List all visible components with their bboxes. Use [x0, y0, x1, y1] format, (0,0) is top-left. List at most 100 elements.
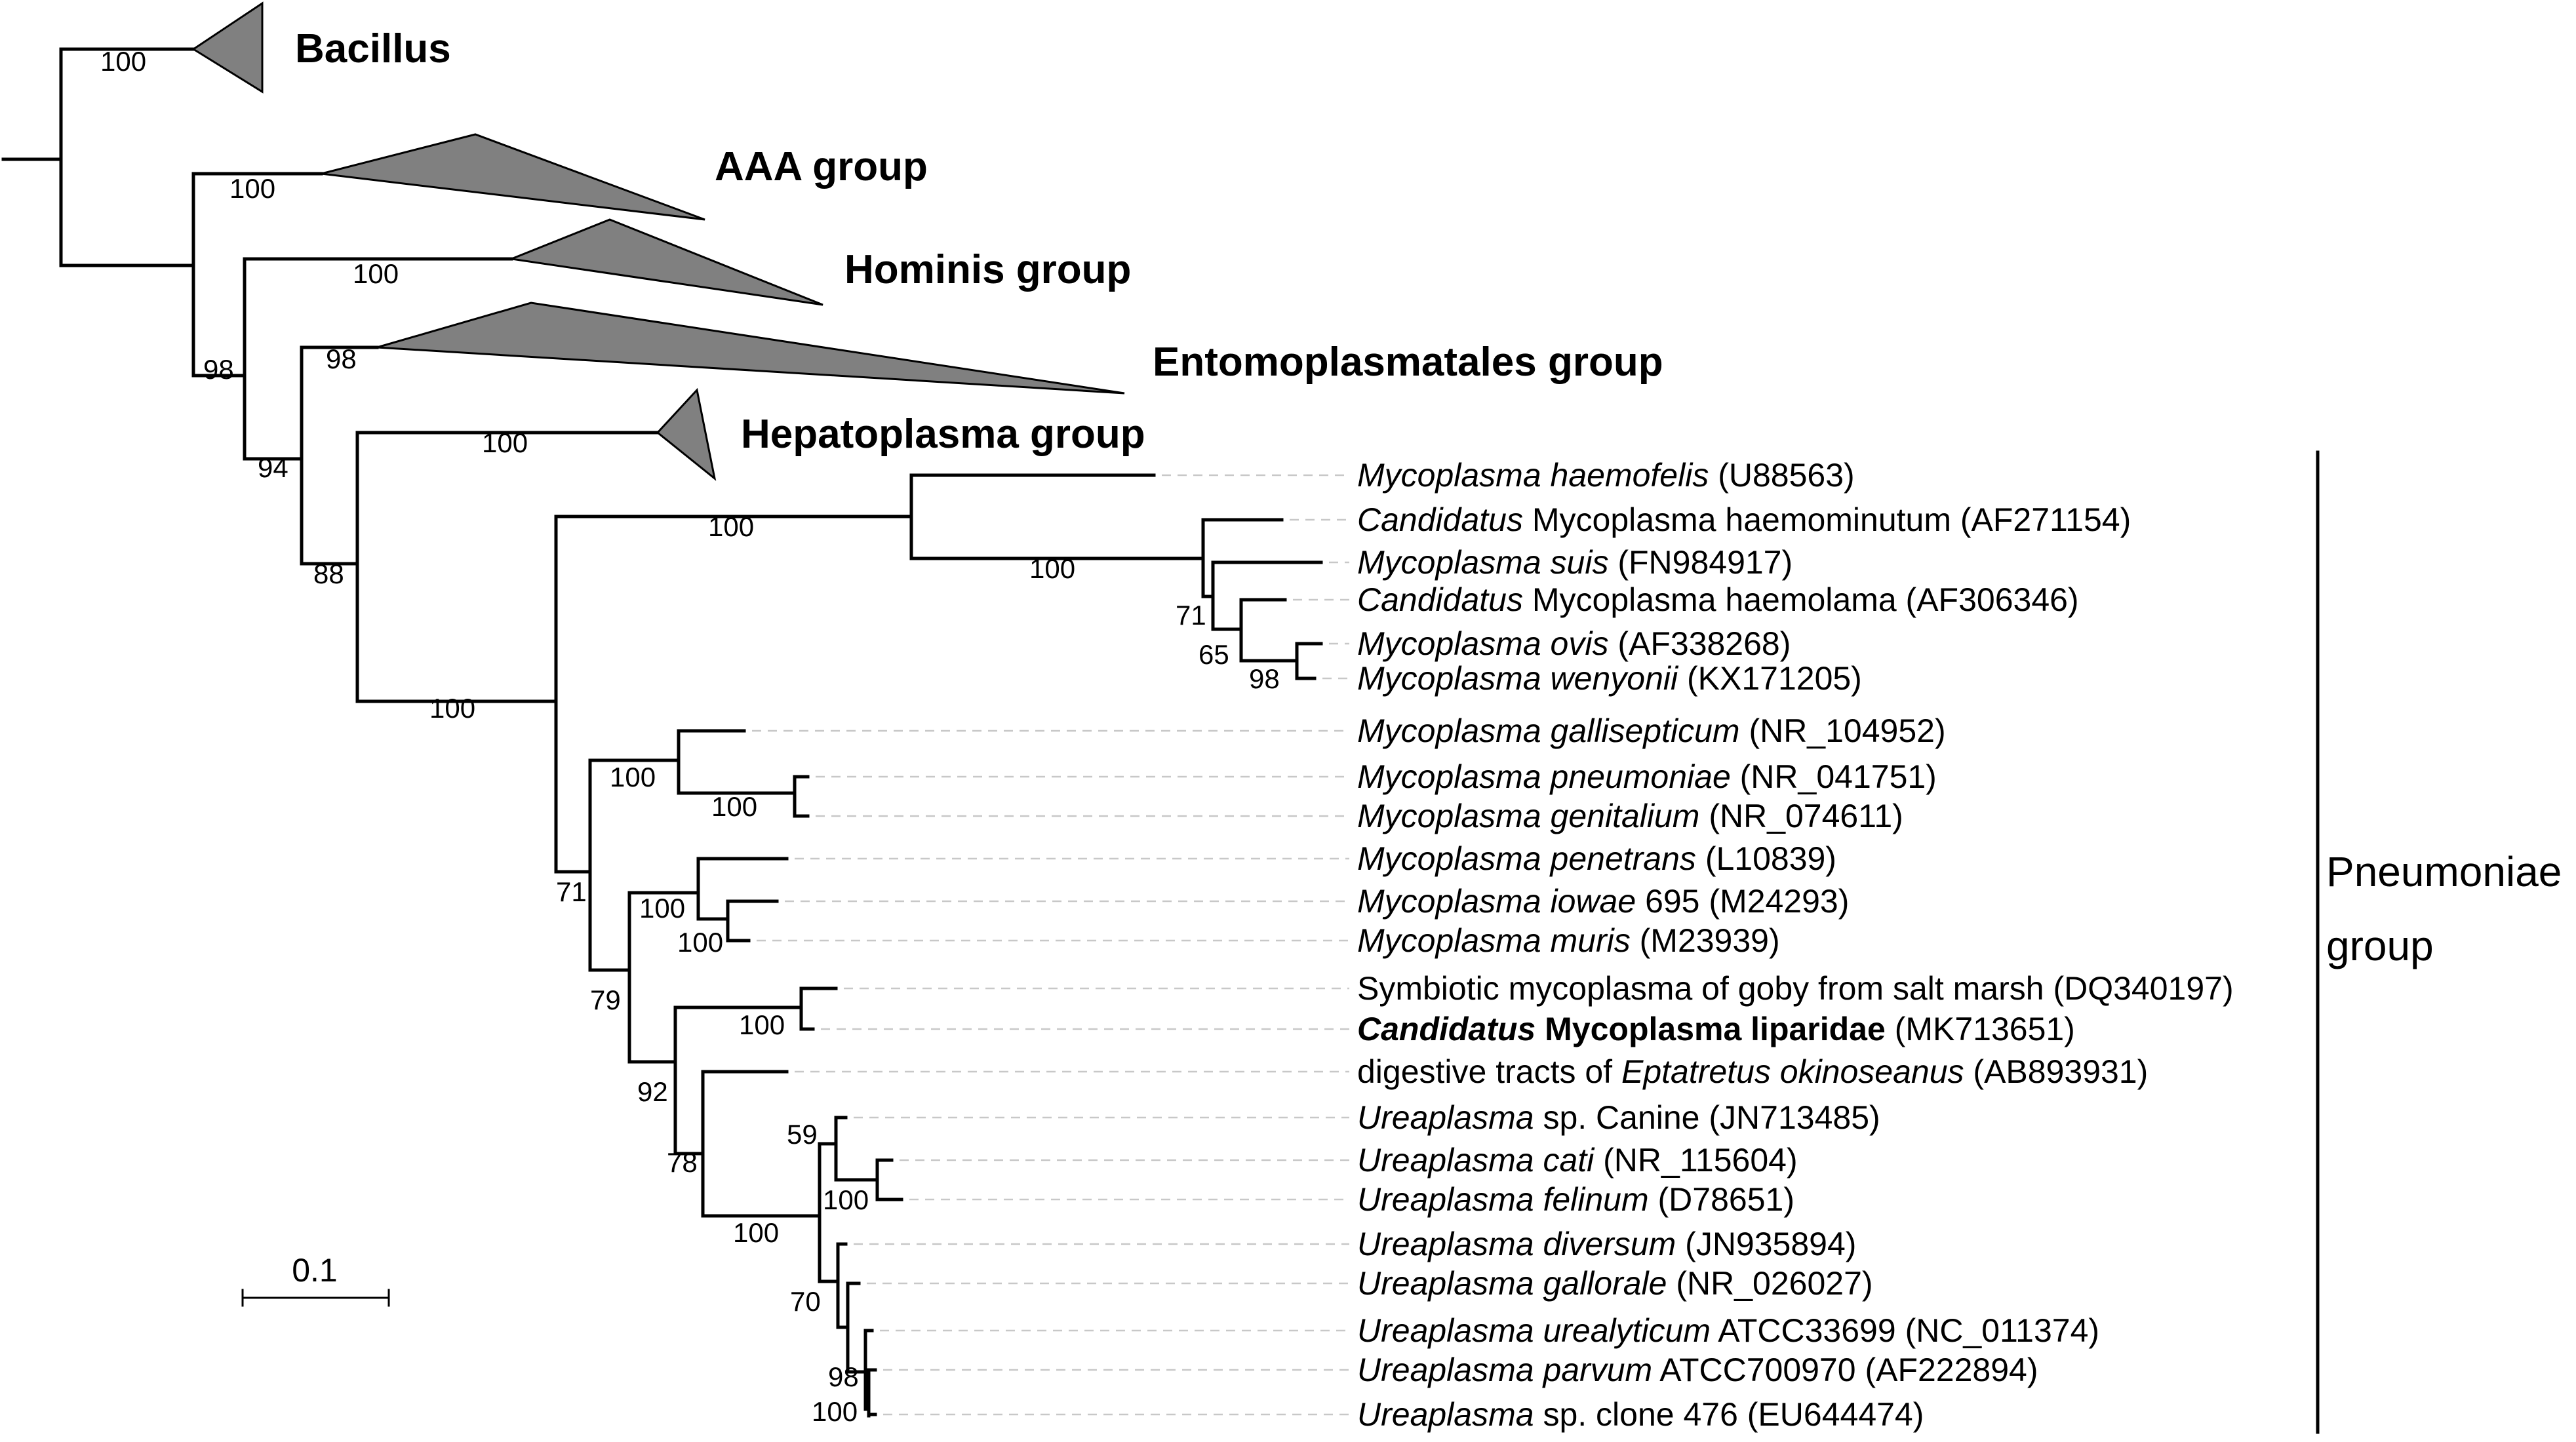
taxon-label-tail: (NR_074611) — [1699, 798, 1903, 834]
taxon-label: Symbiotic mycoplasma of goby from salt m… — [1357, 970, 2234, 1007]
taxon-label-tail: (NR_026027) — [1667, 1265, 1873, 1302]
taxon-label-tail: (M24293) — [1700, 883, 1850, 920]
taxon-label-italic: Ureaplasma gallorale — [1357, 1265, 1667, 1302]
taxon-label-italic: Ureaplasma parvum — [1357, 1352, 1652, 1388]
taxon-label-italic: Candidatus — [1357, 581, 1523, 618]
taxon-label-italic: Ureaplasma cati — [1357, 1142, 1595, 1179]
taxon-label-italic: Mycoplasma suis — [1357, 544, 1608, 581]
support-entomoplasmatales: 98 — [326, 343, 357, 374]
taxon-label-tail: (MK713651) — [1886, 1011, 2075, 1047]
bootstrap-ureaplasma: 100 — [733, 1217, 779, 1248]
taxon-label-italic: Mycoplasma genitalium — [1357, 798, 1699, 834]
taxon-label-italic: Ureaplasma diversum — [1357, 1226, 1676, 1262]
taxon-label-plain: digestive tracts of — [1357, 1053, 1621, 1090]
taxon-label: Ureaplasma felinum (D78651) — [1357, 1181, 1794, 1218]
clade-label-aaa: AAA group — [715, 144, 928, 189]
taxon-label-italic: Ureaplasma felinum — [1357, 1181, 1649, 1218]
taxon-label-italic: Mycoplasma muris — [1357, 922, 1631, 959]
bootstrap-iowae: 100 — [677, 927, 723, 958]
bootstrap-88: 88 — [313, 558, 344, 589]
group-label-line1: Pneumoniae — [2326, 848, 2562, 895]
bootstrap-92: 92 — [637, 1076, 668, 1107]
taxon-label-tail: (FN984917) — [1608, 544, 1793, 581]
tree-branches — [1, 47, 1323, 1418]
bootstrap-values: 98 94 88 100 100 100 71 65 98 71 100 100… — [203, 354, 1280, 1427]
taxon-label-italic: Mycoplasma penetrans — [1357, 840, 1696, 877]
bootstrap-pneumoniae-node: 100 — [429, 693, 475, 724]
taxon-label-italic: Mycoplasma iowae — [1357, 883, 1636, 920]
taxon-label-tail: (U88563) — [1709, 457, 1854, 494]
taxon-label-italic: Ureaplasma — [1357, 1099, 1534, 1136]
taxon-label-plain: 695 — [1636, 883, 1699, 920]
taxon-label-tail: (M23939) — [1631, 922, 1780, 959]
taxon-label: Ureaplasma gallorale (NR_026027) — [1357, 1265, 1873, 1302]
taxon-label-italic: Mycoplasma pneumoniae — [1357, 758, 1731, 795]
clade-label-hepatoplasma: Hepatoplasma group — [741, 412, 1145, 457]
bootstrap-100-last: 100 — [812, 1396, 858, 1427]
bootstrap-71a: 71 — [1176, 600, 1206, 631]
bootstrap-78: 78 — [667, 1147, 698, 1178]
taxon-label-plain: Symbiotic mycoplasma of goby from salt m… — [1357, 970, 2044, 1007]
taxon-label: Mycoplasma ovis (AF338268) — [1357, 625, 1791, 662]
group-label-line2: group — [2326, 922, 2434, 969]
taxon-label: Mycoplasma gallisepticum (NR_104952) — [1357, 712, 1946, 749]
taxon-label-tail: (D78651) — [1649, 1181, 1794, 1218]
bootstrap-98a: 98 — [1249, 663, 1280, 694]
taxon-label: Ureaplasma parvum ATCC700970 (AF222894) — [1357, 1352, 2038, 1388]
taxon-label-italic: Ureaplasma — [1357, 1396, 1534, 1433]
clade-triangle-hepatoplasma — [656, 387, 717, 481]
support-aaa: 100 — [229, 173, 275, 204]
bootstrap-94: 94 — [258, 452, 288, 483]
taxon-label-italic: Eptatretus okinoseanus — [1621, 1053, 1964, 1090]
clade-triangle-bacillus — [191, 1, 264, 94]
taxon-label-tail: (DQ340197) — [2044, 970, 2234, 1007]
taxon-label: Candidatus Mycoplasma liparidae (MK71365… — [1357, 1011, 2075, 1047]
taxon-label-tail: (AF222894) — [1856, 1352, 2038, 1388]
taxon-label: Mycoplasma iowae 695 (M24293) — [1357, 883, 1849, 920]
bootstrap-penetrans: 100 — [639, 893, 685, 924]
taxon-label-italic: Mycoplasma haemofelis — [1357, 457, 1709, 494]
leader-lines — [752, 474, 1349, 1416]
taxon-label: Ureaplasma cati (NR_115604) — [1357, 1142, 1798, 1179]
support-hepatoplasma: 100 — [482, 427, 528, 458]
bootstrap-goby: 100 — [739, 1009, 785, 1040]
clade-label-entomoplasmatales: Entomoplasmatales group — [1153, 340, 1663, 385]
taxon-label-italic: Mycoplasma wenyonii — [1357, 660, 1679, 697]
clade-triangle-hominis — [507, 218, 823, 306]
taxon-label-italic: Ureaplasma urealyticum — [1357, 1312, 1711, 1349]
taxon-label-tail: (L10839) — [1696, 840, 1836, 877]
bootstrap-98: 98 — [203, 354, 234, 385]
bootstrap-haemotropic: 100 — [708, 511, 754, 542]
taxon-label-plain: sp. clone 476 — [1534, 1396, 1738, 1433]
bootstrap-71b: 71 — [556, 876, 587, 907]
taxon-label: Mycoplasma haemofelis (U88563) — [1357, 457, 1855, 494]
taxon-label-tail: (EU644474) — [1738, 1396, 1924, 1433]
taxon-label-tail: (JN935894) — [1676, 1226, 1856, 1262]
taxon-label-tail: (AF271154) — [1951, 501, 2131, 538]
clade-label-hominis: Hominis group — [844, 247, 1131, 292]
taxon-label-plain: Mycoplasma haemominutum — [1523, 501, 1951, 538]
taxon-label-tail: (AB893931) — [1964, 1053, 2149, 1090]
bootstrap-gallisepticum: 100 — [610, 762, 656, 792]
taxon-label: Mycoplasma genitalium (NR_074611) — [1357, 798, 1903, 834]
taxon-label-italic: Mycoplasma gallisepticum — [1357, 712, 1740, 749]
scale-bar-label: 0.1 — [292, 1252, 338, 1289]
taxon-label-plain: Mycoplasma haemolama — [1523, 581, 1897, 618]
taxon-label-plain: ATCC700970 — [1652, 1352, 1855, 1388]
taxon-label: Ureaplasma diversum (JN935894) — [1357, 1226, 1856, 1262]
taxon-label: digestive tracts of Eptatretus okinosean… — [1357, 1053, 2148, 1090]
taxon-label-tail: (NR_041751) — [1731, 758, 1937, 795]
bootstrap-cati: 100 — [823, 1184, 869, 1215]
scale-bar: 0.1 — [241, 1252, 390, 1307]
taxon-label-bold-italic: Candidatus — [1357, 1011, 1536, 1047]
taxon-label: Candidatus Mycoplasma haemolama (AF30634… — [1357, 581, 2079, 618]
bootstrap-pneumoniae-genitalium: 100 — [711, 791, 757, 822]
taxon-label-tail: (JN713485) — [1700, 1099, 1880, 1136]
taxon-label-italic: Mycoplasma ovis — [1357, 625, 1608, 662]
clade-triangle-aaa — [321, 133, 705, 221]
taxon-label-plain: ATCC33699 — [1711, 1312, 1896, 1349]
bootstrap-65: 65 — [1199, 639, 1229, 670]
taxon-label-tail: (NR_104952) — [1740, 712, 1946, 749]
taxon-label: Candidatus Mycoplasma haemominutum (AF27… — [1357, 501, 2131, 538]
